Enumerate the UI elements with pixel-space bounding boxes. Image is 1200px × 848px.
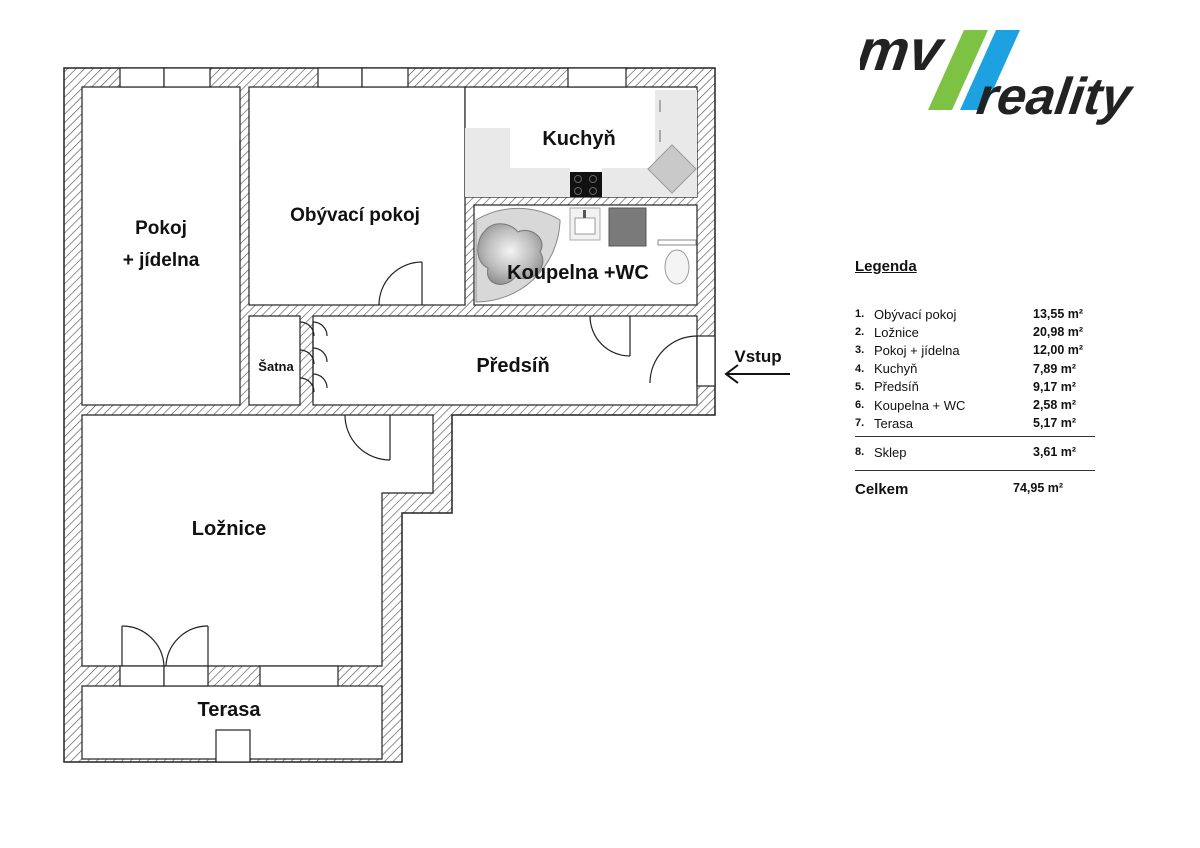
legend-area: 13,55 m²: [1033, 307, 1084, 322]
label-predsin: Předsíň: [476, 355, 549, 377]
legend-name: Obývací pokoj: [874, 306, 957, 322]
legend-num: 2.: [855, 326, 865, 339]
legend-row: 6. Koupelna + WC 2,58 m²: [855, 396, 1095, 414]
legend-row: 3. Pokoj + jídelna 12,00 m²: [855, 341, 1095, 359]
washing-machine: [608, 207, 647, 247]
legend-area: 9,17 m²: [1033, 379, 1077, 394]
legend-area: 3,61 m²: [1033, 445, 1077, 460]
label-satna: Šatna: [258, 359, 294, 374]
legend-separator: [855, 436, 1095, 438]
legend-title: Legenda: [855, 258, 917, 275]
legend-area: 2,58 m²: [1033, 398, 1077, 413]
legend-area: 20,98 m²: [1033, 325, 1084, 340]
legend-num: 4.: [855, 362, 865, 375]
legend-total-value: 74,95 m²: [1013, 480, 1064, 495]
floor-plan: Pokoj + jídelna Obývací pokoj Kuchyň Kou…: [63, 67, 790, 763]
label-koupelna: Koupelna +WC: [507, 262, 649, 284]
toilet: [664, 249, 690, 285]
legend-total-label: Celkem: [855, 480, 909, 498]
entrance-arrow: [724, 364, 790, 384]
label-obyvaci-pokoj: Obývací pokoj: [290, 205, 420, 226]
legend-area: 12,00 m²: [1033, 343, 1084, 358]
legend-name: Pokoj + jídelna: [874, 342, 960, 358]
legend: Legenda 1. Obývací pokoj 13,55 m² 2. Ložnice…: [855, 258, 1095, 498]
legend-row: 4. Kuchyň 7,89 m²: [855, 360, 1095, 378]
label-kuchyn: Kuchyň: [542, 128, 615, 150]
kitchen-counters: [465, 90, 697, 197]
legend-name: Předsíň: [874, 379, 919, 395]
legend-rows: 1. Obývací pokoj 13,55 m² 2. Ložnice 20,98 m²…: [855, 305, 1095, 432]
legend-separator-total: [855, 469, 1095, 471]
label-pokoj-line1: Pokoj: [135, 218, 187, 239]
mv-reality-logo: mv reality: [860, 22, 1138, 126]
logo-stripe-blue: [960, 30, 1020, 110]
label-vstup: Vstup: [734, 347, 781, 366]
windows: [119, 67, 716, 763]
label-terasa: Terasa: [197, 699, 261, 721]
legend-row: 7. Terasa 5,17 m²: [855, 414, 1095, 432]
logo-stripe-green: [928, 30, 988, 110]
legend-num: 1.: [855, 308, 865, 321]
legend-row: 2. Ložnice 20,98 m²: [855, 323, 1095, 341]
legend-name: Kuchyň: [874, 361, 918, 377]
room-obyvaci-pokoj: [248, 86, 466, 306]
legend-row-sklep: 8. Sklep 3,61 m²: [855, 443, 1095, 461]
room-satna: [248, 315, 301, 406]
legend-total: Celkem 74,95 m²: [855, 481, 1095, 498]
legend-name: Ložnice: [874, 324, 919, 340]
legend-num: 7.: [855, 417, 865, 430]
room-predsin: [312, 315, 698, 406]
label-loznice: Ložnice: [192, 518, 266, 540]
legend-num: 5.: [855, 380, 865, 393]
room-pokoj-jidelna: [81, 86, 241, 406]
label-pokoj-line2: + jídelna: [123, 250, 200, 271]
room-loznice: [81, 414, 434, 667]
legend-area: 7,89 m²: [1033, 361, 1077, 376]
legend-row: 5. Předsíň 9,17 m²: [855, 378, 1095, 396]
legend-num: 8.: [855, 446, 865, 459]
legend-num: 6.: [855, 399, 865, 412]
legend-name: Terasa: [874, 415, 914, 431]
doors: [121, 140, 698, 667]
legend-row: 1. Obývací pokoj 13,55 m²: [855, 305, 1095, 323]
logo-text-mv: mv: [860, 22, 950, 83]
logo-text-reality: reality: [973, 68, 1137, 126]
bathroom-fixtures: [475, 207, 697, 303]
legend-name: Sklep: [874, 444, 907, 460]
legend-area: 5,17 m²: [1033, 416, 1077, 431]
legend-num: 3.: [855, 344, 865, 357]
legend-name: Koupelna + WC: [874, 397, 966, 413]
